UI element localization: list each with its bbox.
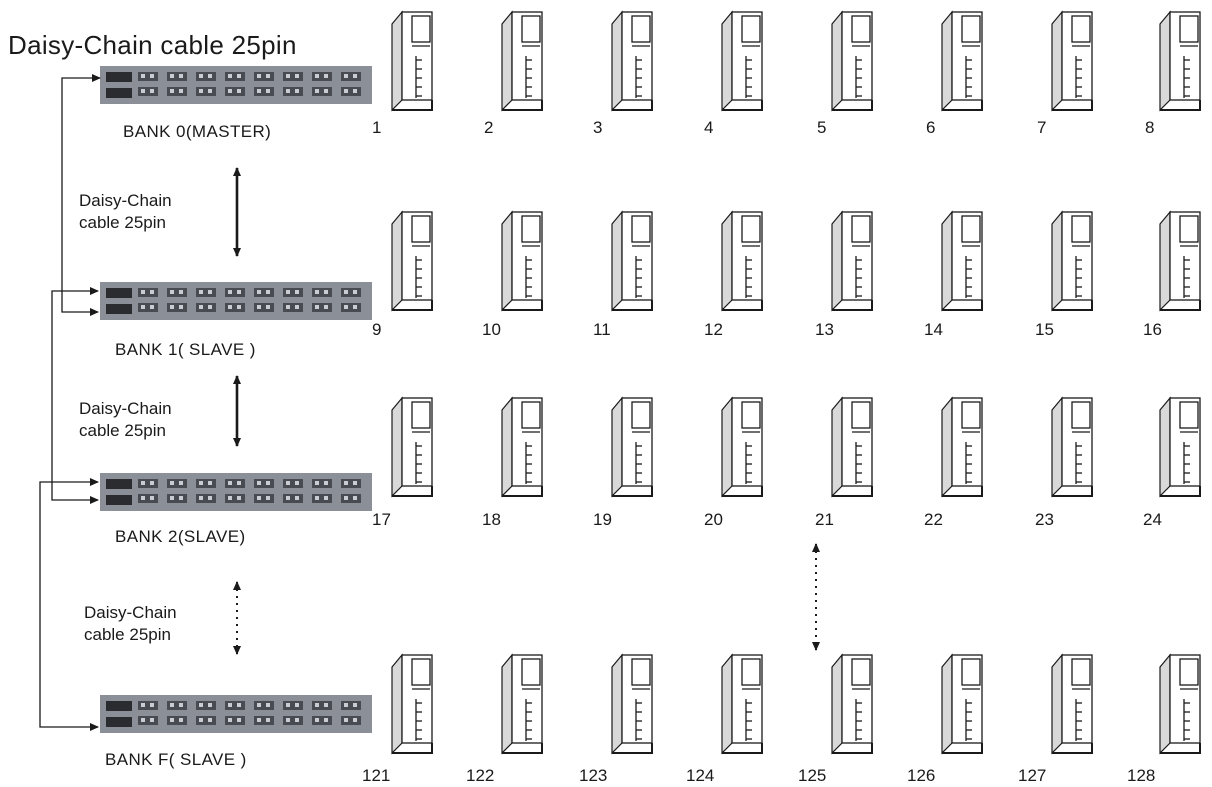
computer-number-11: 11: [593, 320, 611, 339]
computer-8: [1159, 10, 1201, 112]
computer-127: [1051, 653, 1093, 755]
computer-number-15: 15: [1035, 320, 1054, 339]
computer-number-121: 121: [362, 766, 391, 785]
computer-number-125: 125: [798, 766, 827, 785]
bank-label-3: BANK F( SLAVE ): [105, 750, 247, 769]
computer-121: [391, 653, 433, 755]
computer-124: [721, 653, 763, 755]
computer-number-8: 8: [1145, 118, 1155, 137]
computer-number-17: 17: [372, 510, 391, 529]
computer-3: [611, 10, 653, 112]
computer-22: [941, 396, 983, 498]
computer-4: [721, 10, 763, 112]
computer-16: [1159, 210, 1201, 312]
bank-label-1: BANK 1( SLAVE ): [115, 340, 256, 359]
computer-13: [831, 210, 873, 312]
computer-number-20: 20: [704, 510, 723, 529]
computer-number-126: 126: [907, 766, 936, 785]
computer-number-16: 16: [1143, 320, 1162, 339]
computer-19: [611, 396, 653, 498]
computer-126: [941, 653, 983, 755]
computer-number-14: 14: [924, 320, 943, 339]
computer-128: [1159, 653, 1201, 755]
kvm-switch-bank-3: [100, 695, 372, 733]
computer-18: [501, 396, 543, 498]
computer-number-9: 9: [372, 320, 382, 339]
computer-5: [831, 10, 873, 112]
computer-number-23: 23: [1035, 510, 1054, 529]
computer-number-10: 10: [482, 320, 501, 339]
computer-2: [501, 10, 543, 112]
cable-label-1: Daisy-Chain cable 25pin: [79, 399, 172, 440]
computer-number-123: 123: [579, 766, 608, 785]
computer-number-6: 6: [926, 118, 936, 137]
computer-number-13: 13: [815, 320, 834, 339]
computer-number-122: 122: [466, 766, 495, 785]
kvm-switch-bank-2: [100, 473, 372, 511]
computer-number-4: 4: [704, 118, 714, 137]
computer-number-18: 18: [482, 510, 501, 529]
computer-12: [721, 210, 763, 312]
computer-number-1: 1: [372, 118, 382, 137]
cable-label-2: Daisy-Chain cable 25pin: [84, 603, 177, 644]
computer-6: [941, 10, 983, 112]
computer-123: [611, 653, 653, 755]
computer-number-19: 19: [593, 510, 612, 529]
kvm-switch-bank-1: [100, 282, 372, 320]
chain-line-0-1: [61, 74, 101, 316]
diagram-title: Daisy-Chain cable 25pin: [8, 30, 297, 60]
computer-number-22: 22: [924, 510, 943, 529]
computer-11: [611, 210, 653, 312]
cable-label-0: Daisy-Chain cable 25pin: [79, 191, 172, 232]
computer-number-5: 5: [817, 118, 827, 137]
computer-number-124: 124: [686, 766, 715, 785]
computer-number-12: 12: [704, 320, 723, 339]
computer-24: [1159, 396, 1201, 498]
computer-number-127: 127: [1018, 766, 1047, 785]
chain-line-2-f: [39, 478, 99, 731]
computer-122: [501, 653, 543, 755]
computer-number-24: 24: [1143, 510, 1162, 529]
computer-14: [941, 210, 983, 312]
kvm-switch-bank-0: [100, 66, 372, 104]
computer-1: [391, 10, 433, 112]
computer-9: [391, 210, 433, 312]
chain-line-1-2: [51, 287, 99, 504]
computer-20: [721, 396, 763, 498]
computer-17: [391, 396, 433, 498]
computer-number-3: 3: [593, 118, 603, 137]
computer-23: [1051, 396, 1093, 498]
bank-label-2: BANK 2(SLAVE): [115, 527, 246, 546]
computer-number-21: 21: [815, 510, 834, 529]
computer-10: [501, 210, 543, 312]
computer-number-128: 128: [1127, 766, 1156, 785]
computer-125: [831, 653, 873, 755]
bank-label-0: BANK 0(MASTER): [123, 122, 272, 141]
computer-number-7: 7: [1037, 118, 1047, 137]
computer-15: [1051, 210, 1093, 312]
computer-21: [831, 396, 873, 498]
computer-7: [1051, 10, 1093, 112]
computer-number-2: 2: [484, 118, 494, 137]
